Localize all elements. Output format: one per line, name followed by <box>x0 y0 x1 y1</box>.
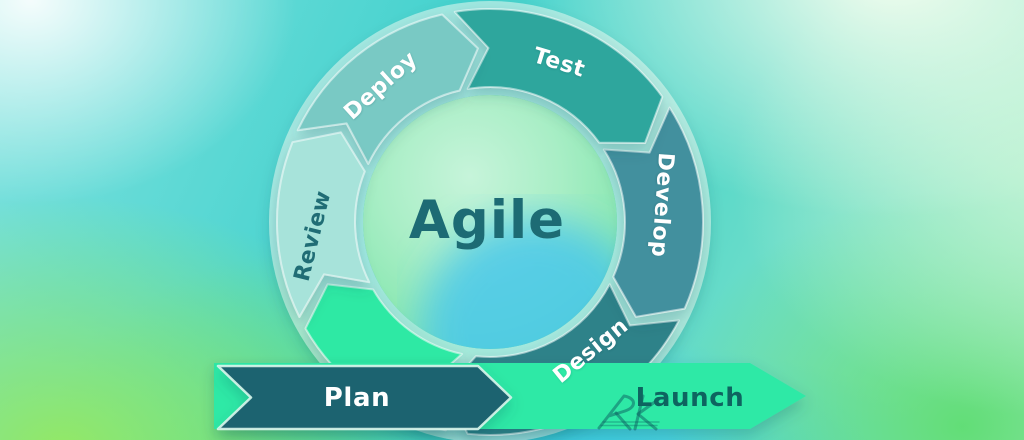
plan-arrow-band <box>216 364 513 431</box>
cycle-segment-develop <box>602 106 704 318</box>
cycle-segment-test <box>453 7 664 144</box>
plan-band-label: Plan <box>323 383 391 413</box>
rk-logo-watermark <box>597 394 661 431</box>
cycle-segment-deploy <box>296 13 479 165</box>
cycle-center-title: Agile <box>408 190 566 252</box>
cycle-segment-review <box>276 131 371 318</box>
launch-band-label: Launch <box>635 383 745 413</box>
inner-blue-glow <box>420 217 617 349</box>
